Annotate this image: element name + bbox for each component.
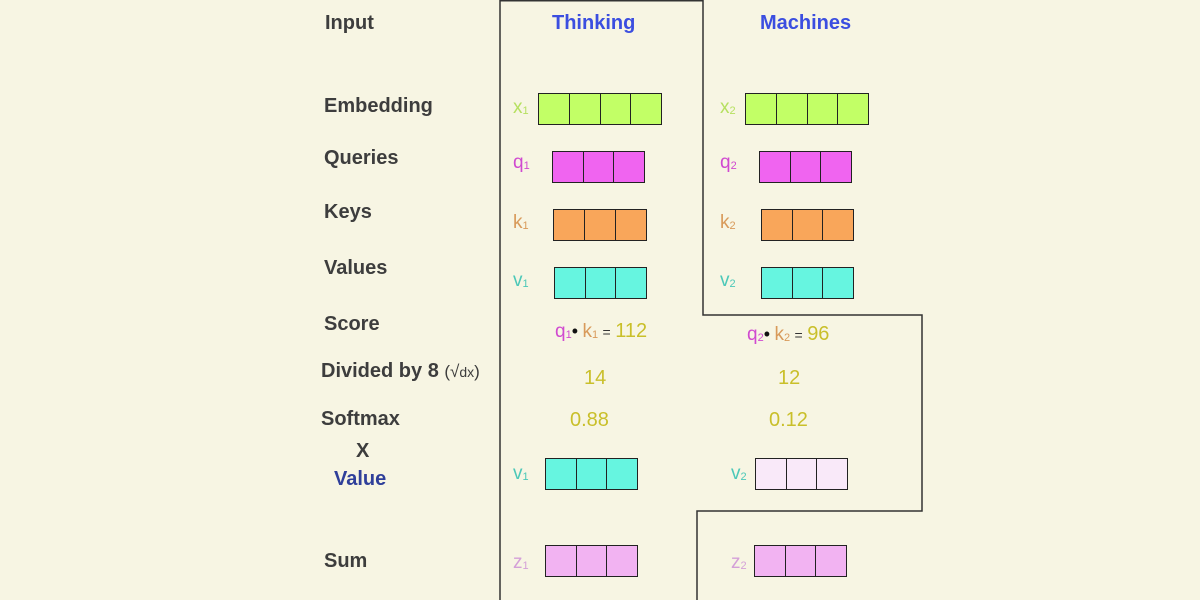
score-1-value: 112	[615, 320, 648, 342]
word-machines: Machines	[760, 12, 852, 34]
score-2-value: 96	[807, 323, 830, 345]
k2-label: k2	[720, 212, 736, 233]
row-label-softmax: Softmax	[321, 408, 400, 430]
sqrt-expression: (√dx)	[444, 362, 480, 381]
score-1-expression: q1• k1 = 112	[555, 320, 648, 342]
k1-label: k1	[513, 212, 529, 233]
v1-label: v1	[513, 270, 529, 291]
divided-value-2: 12	[778, 367, 801, 389]
q2-vector	[759, 151, 852, 183]
row-label-input: Input	[325, 12, 374, 34]
v2-weighted-vector	[755, 458, 848, 490]
row-label-embedding: Embedding	[324, 95, 433, 117]
x1-vector	[538, 93, 662, 125]
row-label-values: Values	[324, 257, 388, 279]
z2-label: z2	[731, 552, 747, 573]
divided-text: Divided by 8	[321, 360, 439, 382]
x2-vector	[745, 93, 869, 125]
score-2-expression: q2• k2 = 96	[747, 323, 830, 345]
k2-vector	[761, 209, 854, 241]
softmax-value-1: 0.88	[570, 409, 609, 431]
q1-label: q1	[513, 152, 530, 173]
row-label-times: X	[356, 440, 370, 462]
row-label-queries: Queries	[324, 147, 399, 169]
row-label-sum: Sum	[324, 550, 368, 572]
word-thinking: Thinking	[552, 12, 636, 34]
v1-weighted-vector	[545, 458, 638, 490]
row-label-keys: Keys	[324, 201, 372, 223]
row-label-score: Score	[324, 313, 380, 335]
z1-label: z1	[513, 552, 529, 573]
k1-vector	[553, 209, 647, 241]
sqrt-label: dx	[459, 364, 475, 380]
z1-vector	[545, 545, 638, 577]
v2-weighted-label: v2	[731, 463, 747, 484]
x1-label: x1	[513, 97, 529, 118]
v1-vector	[554, 267, 647, 299]
v1-weighted-label: v1	[513, 463, 529, 484]
divided-value-1: 14	[584, 367, 607, 389]
row-label-divided: Divided by 8 (√dx)	[321, 360, 480, 383]
q2-label: q2	[720, 152, 737, 173]
v2-label: v2	[720, 270, 736, 291]
softmax-value-2: 0.12	[769, 409, 808, 431]
x2-label: x2	[720, 97, 736, 118]
z2-vector	[754, 545, 847, 577]
row-label-value: Value	[334, 468, 387, 490]
q1-vector	[552, 151, 645, 183]
v2-vector	[761, 267, 854, 299]
